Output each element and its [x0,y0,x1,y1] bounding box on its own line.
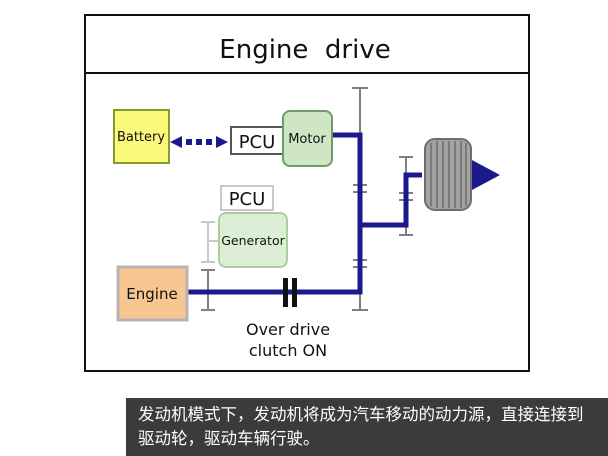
wheel-icon [424,138,472,211]
power-flow-path [188,132,422,295]
engine-box [116,265,189,322]
diagram-title: Engine drive [219,35,390,65]
generator-label: Generator [221,233,285,248]
battery-label: Battery [117,130,165,145]
battery-link [170,136,228,148]
overdrive-clutch [283,278,297,307]
caption-text: 发动机模式下，发动机将成为汽车移动的动力源，直接连接到驱动轮，驱动车辆行驶。 [126,398,608,456]
engine-label: Engine [126,285,177,303]
clutch-label-line1: Over drive [246,320,330,339]
output-arrow [472,160,500,190]
battery-box [113,109,170,164]
pcu-generator-label: PCU [229,189,266,210]
motor-box [282,110,333,167]
generator-box [218,212,288,268]
clutch-label-line2: clutch ON [249,341,327,360]
pcu-top-label: PCU [239,132,276,153]
motor-label: Motor [288,132,326,147]
pcu-generator-box [220,185,274,211]
